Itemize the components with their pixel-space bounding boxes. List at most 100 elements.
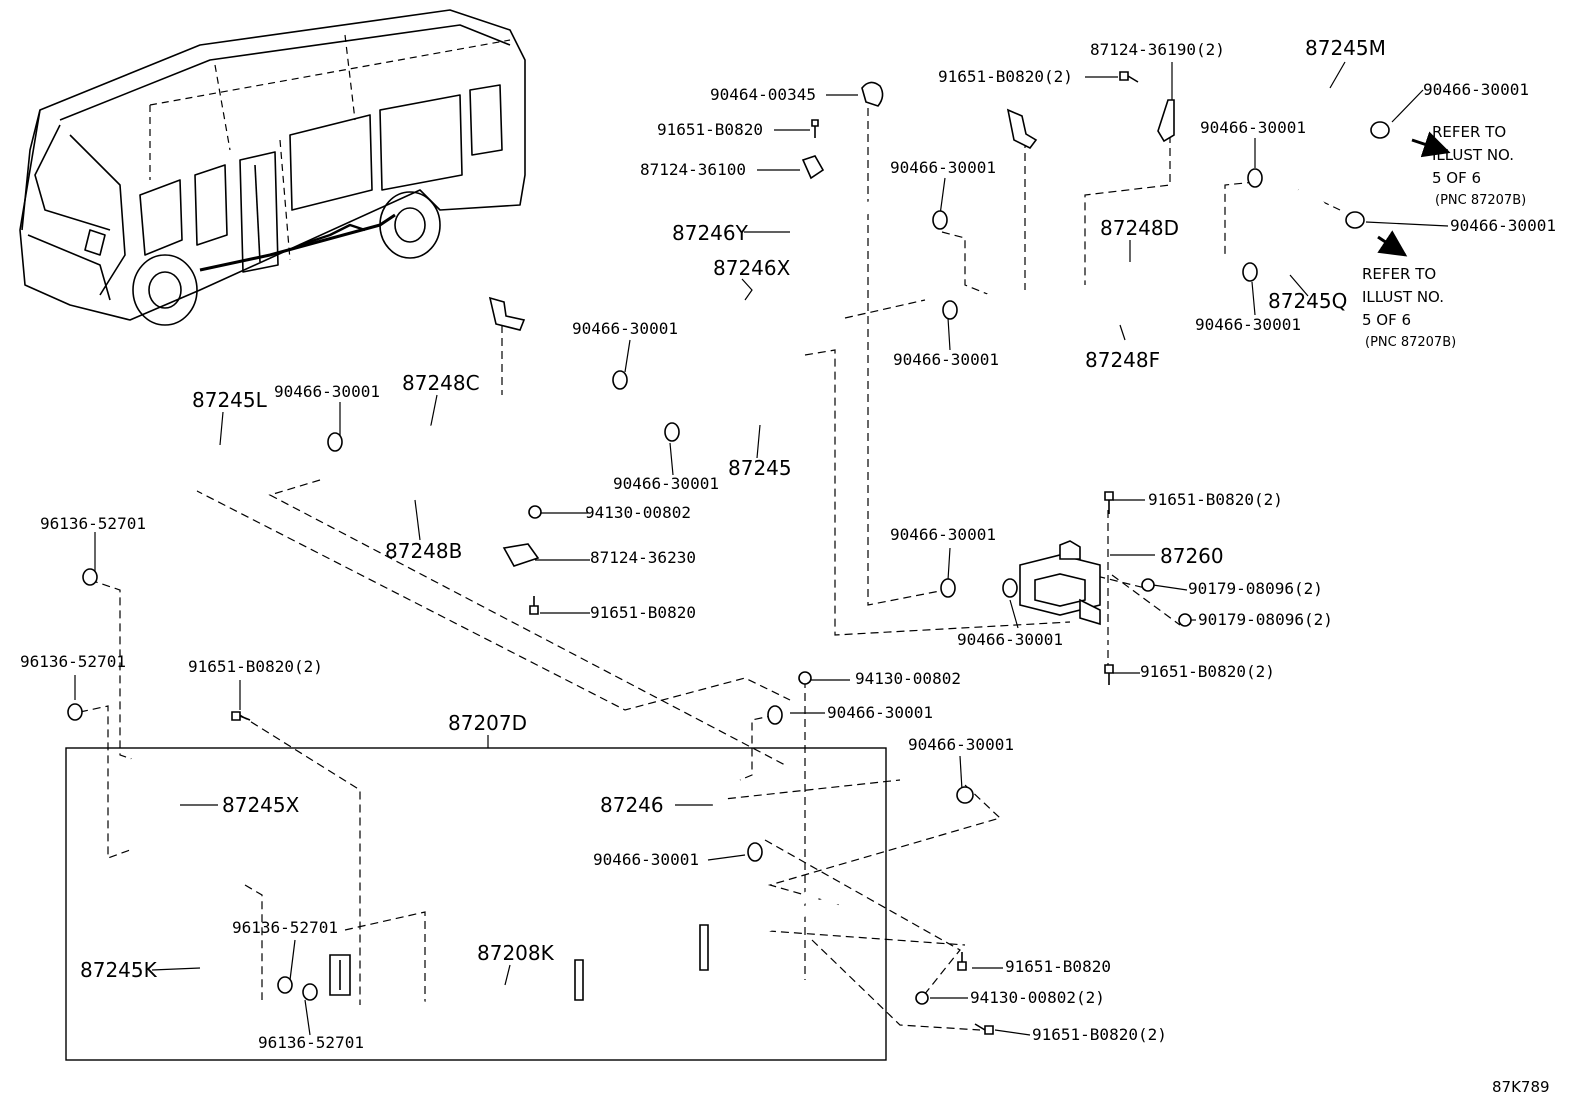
label-87208k: 87208K <box>477 941 555 965</box>
label-90179-08096-2: 90179-08096(2) <box>1198 610 1333 629</box>
refer-arrow-icon <box>1411 131 1451 158</box>
clamp-icon <box>327 432 343 452</box>
label-94130-00802: 94130-00802 <box>585 503 691 522</box>
label-87248d: 87248D <box>1100 216 1179 240</box>
hose-87245x <box>130 757 243 900</box>
label-87260: 87260 <box>1160 544 1224 568</box>
hose-87245m <box>1281 95 1367 170</box>
label-96136-52701: 96136-52701 <box>20 652 126 671</box>
bolt-icon <box>1104 491 1114 514</box>
label-94130-00802-2: 94130-00802(2) <box>970 988 1105 1007</box>
hoses <box>130 95 1367 1045</box>
solid-leader-lines <box>74 61 1449 1036</box>
label-87245m: 87245M <box>1305 36 1386 60</box>
label-91651-b0820: 91651-B0820 <box>590 603 696 622</box>
clamp-icon <box>1002 578 1018 598</box>
clamp-icon <box>1247 168 1263 188</box>
label-90466-30001: 90466-30001 <box>1450 216 1556 235</box>
label-90466-30001: 90466-30001 <box>827 703 933 722</box>
label-90466-30001: 90466-30001 <box>274 382 380 401</box>
clamp-icon <box>1345 211 1365 229</box>
svg-text:(PNC 87207B): (PNC 87207B) <box>1435 193 1526 208</box>
svg-text:ILLUST NO.: ILLUST NO. <box>1432 146 1514 164</box>
hose-87245k <box>130 848 260 1007</box>
refer-note-1: REFER TO ILLUST NO. 5 OF 6 (PNC 87207B) <box>1432 123 1526 208</box>
label-91651-b0820-2: 91651-B0820(2) <box>1032 1025 1167 1044</box>
label-87246: 87246 <box>600 793 664 817</box>
svg-text:REFER TO: REFER TO <box>1432 123 1506 141</box>
label-91651-b0820: 91651-B0820 <box>657 120 763 139</box>
clip-icon <box>502 543 540 567</box>
clamp-icon <box>767 705 783 725</box>
bolt-icon <box>974 1023 994 1035</box>
svg-text:5 OF 6: 5 OF 6 <box>1432 169 1481 187</box>
label-90466-30001: 90466-30001 <box>890 158 996 177</box>
group-box-87207d <box>65 747 887 1061</box>
nut-icon <box>1141 578 1155 592</box>
label-91651-b0820-2: 91651-B0820(2) <box>938 67 1073 86</box>
bracket-icon <box>1006 108 1038 150</box>
label-87124-36230: 87124-36230 <box>590 548 696 567</box>
label-90179-08096-2: 90179-08096(2) <box>1188 579 1323 598</box>
hose-87246x <box>645 295 845 380</box>
label-group-87207d: 87207D <box>448 711 527 735</box>
clamp-icon <box>664 422 680 442</box>
drawing-code: 87K789 <box>1492 1078 1550 1096</box>
clamp-icon <box>1242 262 1258 282</box>
nut-icon <box>798 671 812 685</box>
small-parts <box>67 71 1451 1035</box>
label-87245: 87245 <box>728 456 792 480</box>
label-90466-30001: 90466-30001 <box>908 735 1014 754</box>
hose-87245q <box>1280 187 1325 240</box>
label-87245l: 87245L <box>192 388 268 412</box>
label-87245q: 87245Q <box>1268 289 1347 313</box>
bolt-icon <box>811 119 819 138</box>
label-91651-b0820: 91651-B0820 <box>1005 957 1111 976</box>
clamp-icon <box>612 370 628 390</box>
label-90466-30001: 90466-30001 <box>1423 80 1529 99</box>
svg-text:REFER TO: REFER TO <box>1362 265 1436 283</box>
clamp-icon <box>82 568 98 586</box>
bus-illustration <box>19 9 526 326</box>
label-90466-30001: 90466-30001 <box>893 350 999 369</box>
label-96136-52701: 96136-52701 <box>40 514 146 533</box>
label-90466-30001: 90466-30001 <box>1195 315 1301 334</box>
hose-87208k <box>381 890 865 1045</box>
svg-text:ILLUST NO.: ILLUST NO. <box>1362 288 1444 306</box>
svg-text:5 OF 6: 5 OF 6 <box>1362 311 1411 329</box>
bracket-icon <box>699 924 709 971</box>
hose-87245 <box>685 355 805 430</box>
nut-icon <box>1178 613 1192 627</box>
clip-icon <box>801 155 825 180</box>
clamp-icon <box>956 786 974 804</box>
label-91651-b0820-2: 91651-B0820(2) <box>188 657 323 676</box>
bracket-icon <box>1157 99 1175 143</box>
bolt-icon <box>529 596 539 615</box>
label-87248f: 87248F <box>1085 348 1160 372</box>
hose-87248f <box>975 280 1225 340</box>
bracket-icon <box>574 959 584 1001</box>
dashed-leader-lines <box>79 95 1341 1031</box>
label-87248c: 87248C <box>402 371 480 395</box>
hose-87246 <box>712 764 746 849</box>
nut-icon <box>528 505 542 519</box>
label-91651-b0820-2: 91651-B0820(2) <box>1140 662 1275 681</box>
label-90466-30001: 90466-30001 <box>613 474 719 493</box>
clamp-icon <box>302 983 318 1001</box>
refer-note-2: REFER TO ILLUST NO. 5 OF 6 (PNC 87207B) <box>1362 265 1456 350</box>
water-valve-87260 <box>1019 540 1101 626</box>
label-90464-00345: 90464-00345 <box>710 85 816 104</box>
nut-icon <box>915 991 929 1005</box>
clamp-icon <box>940 578 956 598</box>
label-90466-30001: 90466-30001 <box>957 630 1063 649</box>
clamp-icon <box>942 300 958 320</box>
label-87248b: 87248B <box>385 539 462 563</box>
label-87245k: 87245K <box>80 958 158 982</box>
label-87124-36190-2: 87124-36190(2) <box>1090 40 1225 59</box>
hose-87245l <box>184 436 311 501</box>
refer-arrow-icon <box>1377 230 1408 257</box>
label-90466-30001: 90466-30001 <box>1200 118 1306 137</box>
label-90466-30001: 90466-30001 <box>593 850 699 869</box>
svg-text:(PNC 87207B): (PNC 87207B) <box>1365 335 1456 350</box>
